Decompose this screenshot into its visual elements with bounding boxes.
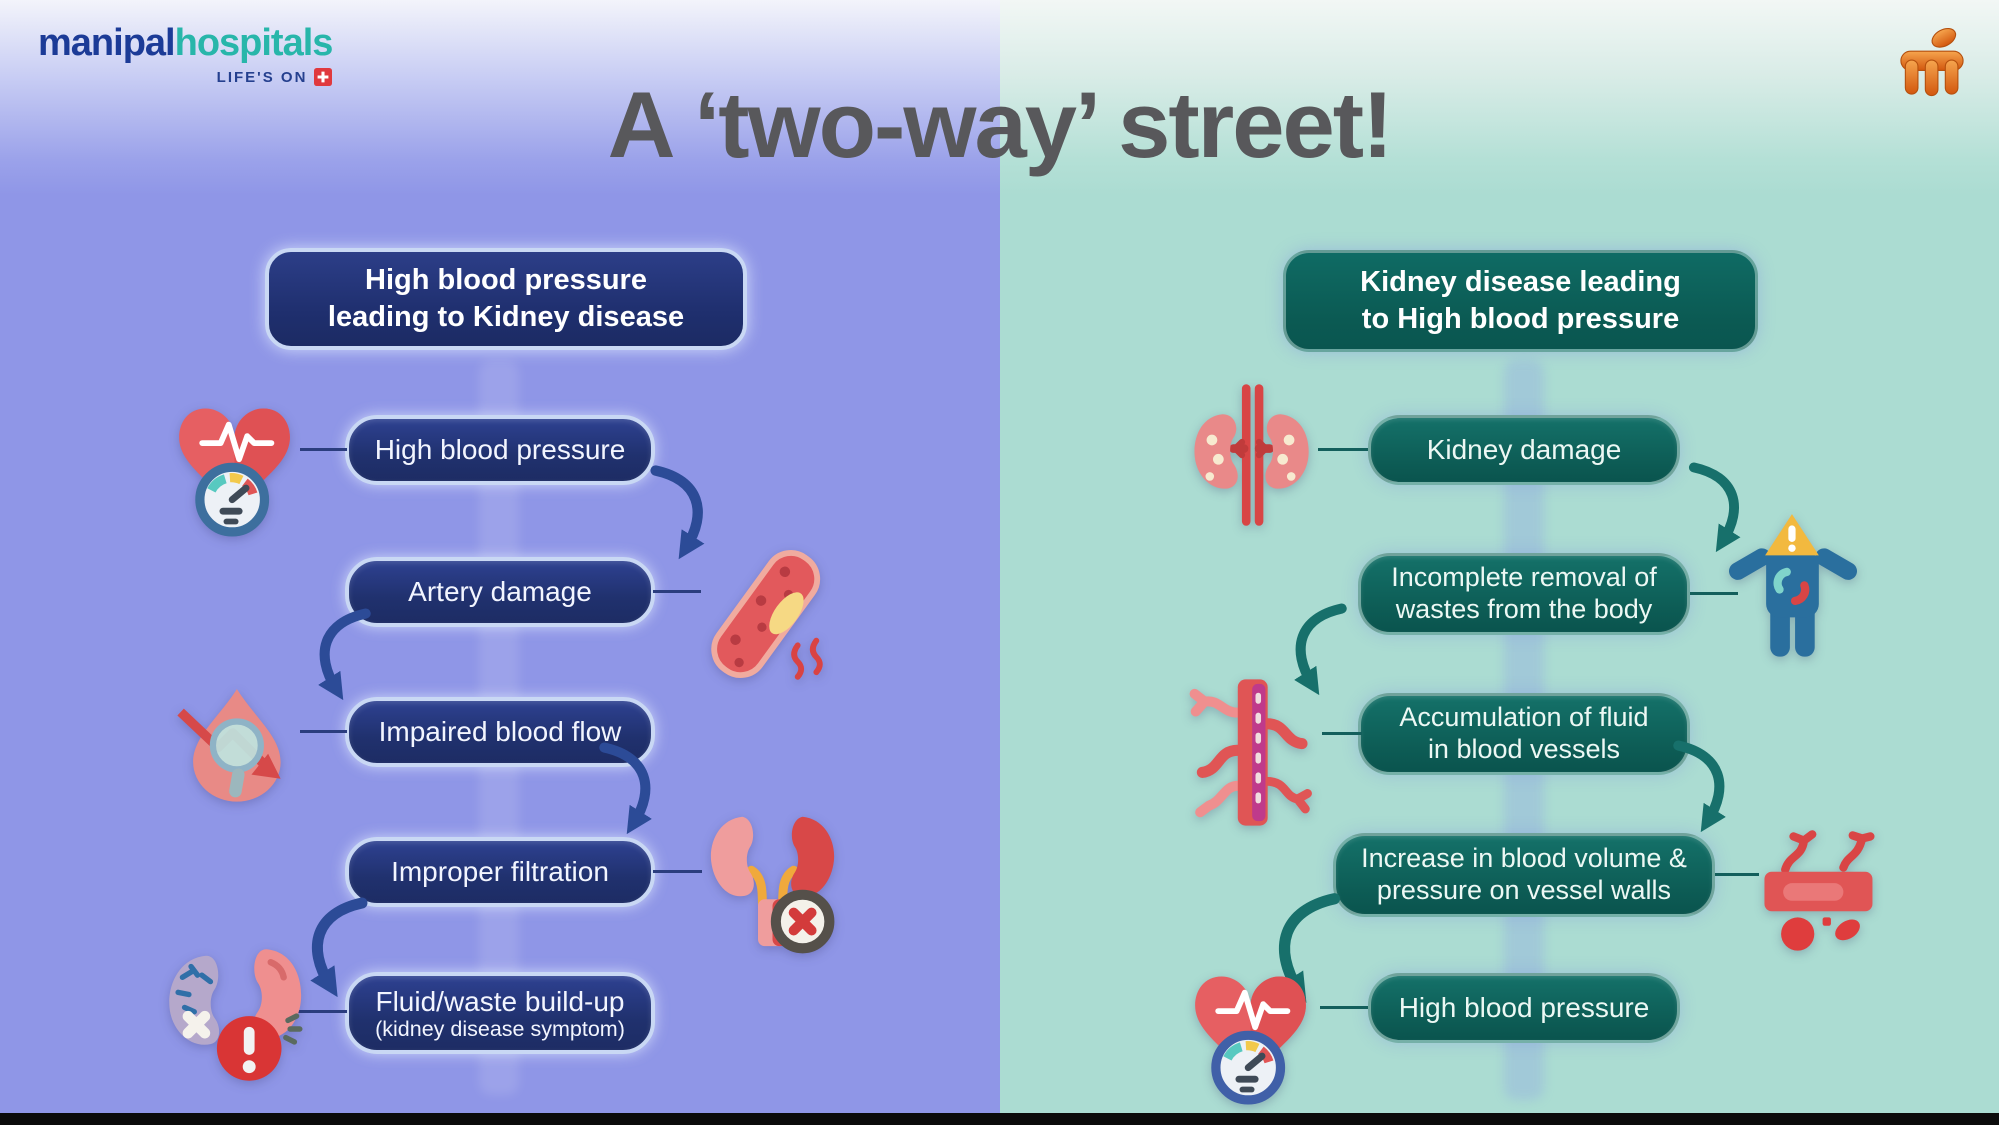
- connector-line: [653, 590, 701, 593]
- logo-text-hospitals: hospitals: [174, 22, 334, 64]
- page-title: A ‘two-way’ street!: [607, 72, 1394, 177]
- right-header-line1: Kidney disease leading: [1360, 265, 1681, 298]
- flow-arrow-down-icon: [1278, 893, 1341, 1003]
- connector-line: [1690, 592, 1738, 595]
- left-step-label: Fluid/waste build-up: [375, 986, 625, 1018]
- left-step-box-high-blood-pressure: High blood pressure: [345, 415, 655, 485]
- connector-line: [1715, 873, 1759, 876]
- connector-line: [1318, 448, 1368, 451]
- manipal-hospitals-logo: manipalhospitals LIFE'S ON: [38, 22, 334, 86]
- right-step-label: Kidney damage: [1426, 434, 1622, 466]
- heart-blood-pressure-icon: [1178, 958, 1323, 1108]
- logo-tagline-row: LIFE'S ON: [38, 68, 333, 86]
- logo-tagline: LIFE'S ON: [216, 68, 308, 86]
- left-step-sublabel: (kidney disease symptom): [375, 1017, 625, 1042]
- right-step-box-kidney-damage: Kidney damage: [1368, 415, 1680, 485]
- left-step-box-artery-damage: Artery damage: [345, 557, 655, 627]
- left-header-line1: High blood pressure: [365, 263, 647, 296]
- connector-line: [298, 1010, 347, 1013]
- red-cross-icon: [314, 68, 333, 86]
- right-step-line2: wastes from the body: [1395, 594, 1653, 624]
- right-step-line2: pressure on vessel walls: [1376, 875, 1672, 905]
- right-step-line1: Incomplete removal of: [1391, 562, 1657, 593]
- connector-line: [300, 730, 347, 733]
- right-step-line1: Increase in blood volume &: [1361, 843, 1687, 874]
- right-flow-header: Kidney disease leading to High blood pre…: [1283, 250, 1758, 352]
- left-header-line2: leading to Kidney disease: [327, 301, 685, 333]
- flow-arrow-down-icon: [1673, 740, 1726, 833]
- manipal-figure-icon: [1895, 26, 1969, 100]
- flow-arrow-down-icon: [650, 465, 705, 560]
- left-flow-header: High blood pressure leading to Kidney di…: [265, 248, 747, 350]
- heart-blood-pressure-icon: [162, 390, 307, 540]
- logo-text-manipal: manipal: [38, 22, 176, 64]
- left-step-label: Improper filtration: [391, 856, 609, 888]
- left-step-label: Impaired blood flow: [378, 716, 622, 748]
- right-step-box-high-blood-pressure: High blood pressure: [1368, 973, 1680, 1043]
- right-step-line1: Accumulation of fluid: [1399, 702, 1649, 733]
- left-step-label: Artery damage: [408, 576, 592, 608]
- right-step-box-blood-volume-increase: Increase in blood volume & pressure on v…: [1333, 833, 1715, 917]
- right-step-box-fluid-accumulation: Accumulation of fluid in blood vessels: [1358, 693, 1690, 775]
- connector-line: [653, 870, 702, 873]
- right-step-label: High blood pressure: [1398, 992, 1650, 1024]
- right-step-box-incomplete-removal: Incomplete removal of wastes from the bo…: [1358, 553, 1690, 635]
- connector-line: [300, 448, 347, 451]
- diseased-kidney-alert-icon: [152, 945, 327, 1085]
- bottom-black-bar: [0, 1113, 1999, 1125]
- right-step-line2: in blood vessels: [1427, 734, 1621, 764]
- connector-line: [1322, 732, 1362, 735]
- logo-wordmark: manipalhospitals: [38, 22, 334, 64]
- left-step-box-fluid-waste-buildup: Fluid/waste build-up (kidney disease sym…: [345, 972, 655, 1054]
- kidneys-vessels-icon: [1183, 380, 1318, 530]
- right-header-line2: to High blood pressure: [1361, 303, 1680, 335]
- left-step-box-impaired-blood-flow: Impaired blood flow: [345, 697, 655, 767]
- kidneys-failure-icon: [700, 810, 845, 955]
- vessel-pressure-icon: [1752, 830, 1887, 955]
- flow-arrow-down-icon: [599, 742, 652, 835]
- flow-arrow-down-icon: [1294, 603, 1347, 696]
- flow-arrow-down-icon: [310, 897, 368, 998]
- flow-arrow-down-icon: [318, 608, 371, 701]
- blood-vessels-icon: [1188, 675, 1323, 830]
- left-step-box-improper-filtration: Improper filtration: [345, 837, 655, 907]
- blood-drop-decline-icon: [165, 685, 315, 810]
- left-step-label: High blood pressure: [374, 434, 626, 466]
- body-warning-icon: [1728, 512, 1858, 667]
- flow-arrow-down-icon: [1688, 462, 1741, 553]
- damaged-artery-icon: [695, 545, 835, 685]
- connector-line: [1320, 1006, 1368, 1009]
